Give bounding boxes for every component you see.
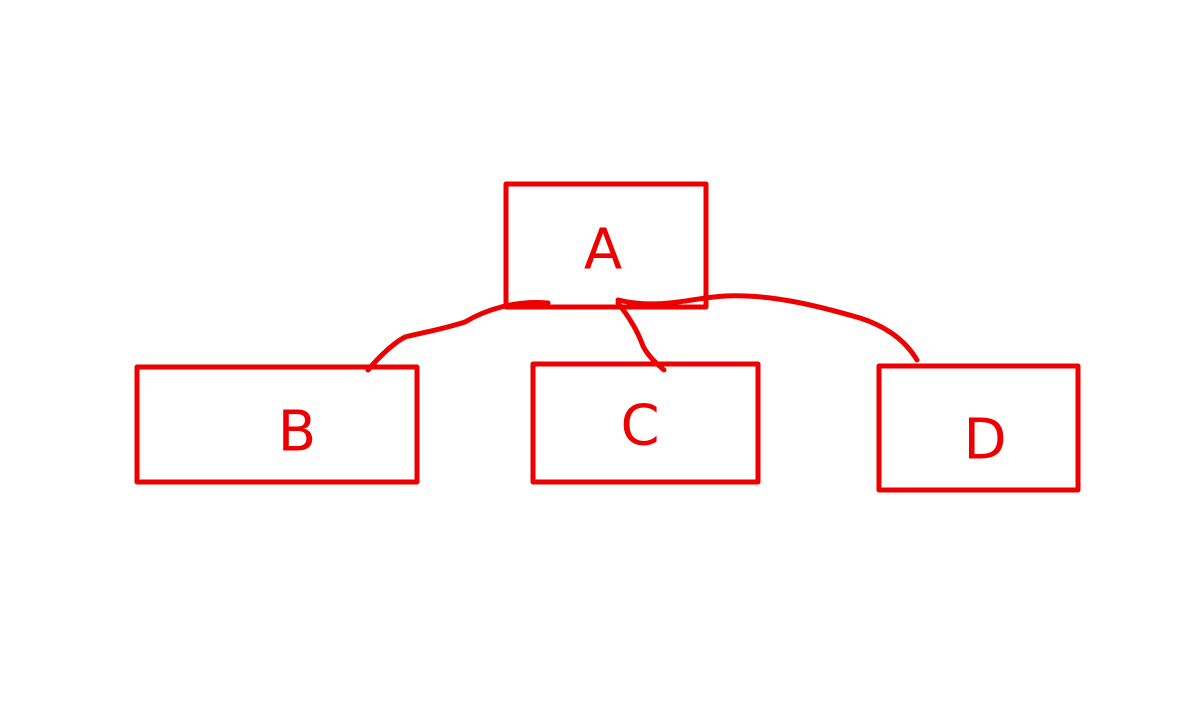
node-d: D	[876, 363, 1081, 493]
node-b: B	[134, 364, 420, 485]
node-a-label: A	[584, 218, 622, 283]
node-b-box	[134, 364, 420, 485]
node-c-box	[530, 361, 761, 485]
node-d-box	[876, 363, 1081, 493]
node-b-label: B	[278, 400, 316, 465]
node-a: A	[503, 181, 709, 310]
edge-a-c	[615, 300, 667, 373]
node-c-label: C	[620, 394, 659, 459]
node-a-box	[503, 181, 709, 310]
node-c: C	[530, 361, 761, 485]
node-d-label: D	[963, 408, 1006, 473]
edge-a-b	[365, 299, 551, 373]
edge-a-d	[615, 293, 920, 363]
